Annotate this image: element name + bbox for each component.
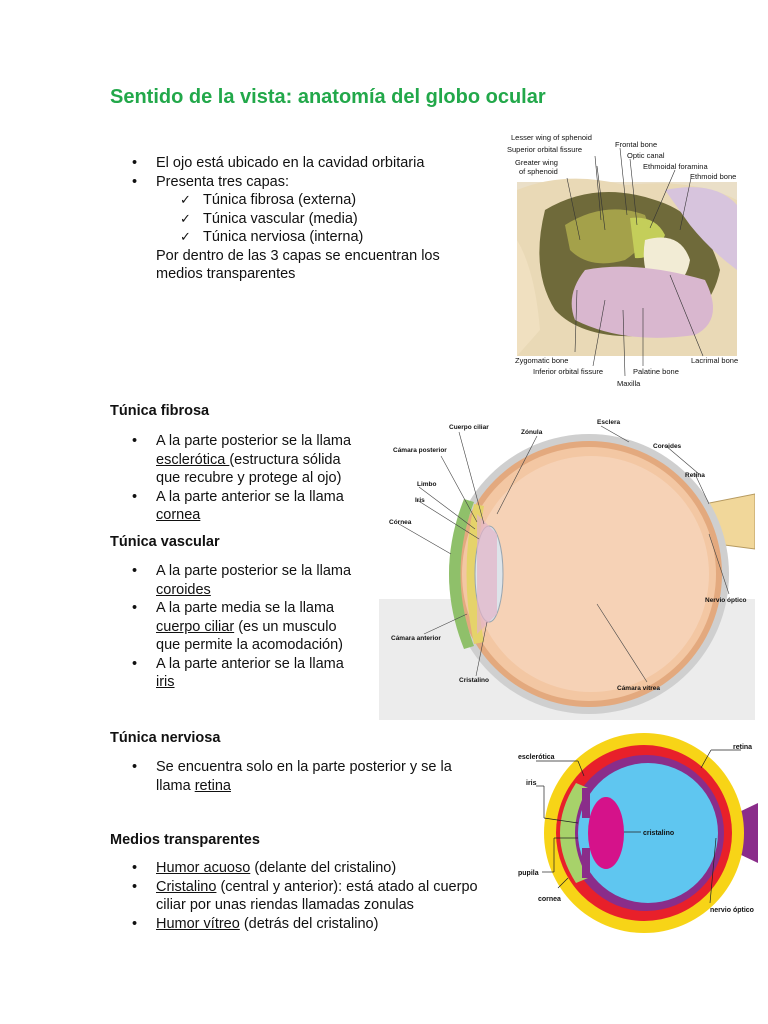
heading-medios-transparentes: Medios transparentes xyxy=(110,832,260,848)
label-camara-anterior: Cámara anterior xyxy=(391,635,441,642)
label-maxilla: Maxilla xyxy=(617,379,641,388)
eye-layers-diagram: esclerótica retina iris cristalino pupil… xyxy=(518,733,758,933)
list-item: Humor vítreo (detrás del cristalino) xyxy=(110,915,510,934)
label-limbo: Limbo xyxy=(417,481,437,488)
tunica-fibrosa-list: A la parte posterior se la llamaesclerót… xyxy=(110,432,390,525)
orbit-bones-diagram: Lesser wing of sphenoid Superior orbital… xyxy=(507,133,738,388)
heading-tunica-nerviosa: Túnica nerviosa xyxy=(110,730,221,746)
list-item: Se encuentra solo en la parte posterior … xyxy=(110,758,500,795)
label-iris: Iris xyxy=(415,497,425,504)
label-pupila: pupila xyxy=(518,870,539,877)
label-cornea-color: cornea xyxy=(538,896,561,903)
label-cuerpo-ciliar: Cuerpo ciliar xyxy=(449,424,489,431)
label-camara-vitrea: Cámara vítrea xyxy=(617,685,660,692)
list-item: Humor acuoso (delante del cristalino) xyxy=(110,859,510,878)
label-nervio-optico-color: nervio óptico xyxy=(710,907,754,914)
label-superior-orbital-fissure: Superior orbital fissure xyxy=(507,145,582,154)
label-frontal-bone: Frontal bone xyxy=(615,140,657,149)
label-lacrimal-bone: Lacrimal bone xyxy=(691,356,738,365)
label-iris-color: iris xyxy=(526,780,537,787)
heading-tunica-vascular: Túnica vascular xyxy=(110,534,220,550)
label-optic-canal: Optic canal xyxy=(627,151,665,160)
page-title: Sentido de la vista: anatomía del globo … xyxy=(110,86,546,108)
heading-tunica-fibrosa: Túnica fibrosa xyxy=(110,403,210,419)
tunica-nerviosa-list: Se encuentra solo en la parte posterior … xyxy=(110,758,500,795)
label-esclera: Esclera xyxy=(597,419,621,426)
label-cristalino-color: cristalino xyxy=(643,830,674,837)
tunica-vascular-list: A la parte posterior se la llamacoroides… xyxy=(110,562,390,692)
label-coroides: Coroides xyxy=(653,443,682,450)
list-item: Presenta tres capas: xyxy=(110,173,490,192)
label-cornea: Córnea xyxy=(389,519,412,526)
check-item: Túnica nerviosa (interna) xyxy=(110,228,490,247)
label-cristalino: Cristalino xyxy=(459,677,489,684)
eye-cross-section-diagram: Cuerpo ciliar Zónula Esclera Cámara post… xyxy=(379,414,755,720)
label-palatine-bone: Palatine bone xyxy=(633,367,679,376)
list-item: El ojo está ubicado en la cavidad orbita… xyxy=(110,154,490,173)
label-zonula: Zónula xyxy=(521,429,543,436)
label-zygomatic-bone: Zygomatic bone xyxy=(515,356,568,365)
label-retina: Retina xyxy=(685,472,705,479)
list-item: Cristalino (central y anterior): está at… xyxy=(110,878,510,915)
label-inferior-orbital-fissure: Inferior orbital fissure xyxy=(533,367,603,376)
label-greater-wing: Greater wing xyxy=(515,158,558,167)
intro-section: El ojo está ubicado en la cavidad orbita… xyxy=(110,154,490,284)
check-item: Túnica vascular (media) xyxy=(110,210,490,229)
label-esclerotica: esclerótica xyxy=(518,754,555,761)
label-lesser-wing: Lesser wing of sphenoid xyxy=(511,133,592,142)
medios-list: Humor acuoso (delante del cristalino) Cr… xyxy=(110,859,510,933)
label-camara-posterior: Cámara posterior xyxy=(393,447,447,454)
label-nervio-optico: Nervio óptico xyxy=(705,597,747,604)
check-item: Túnica fibrosa (externa) xyxy=(110,191,490,210)
label-ethmoidal-foramina: Ethmoidal foramina xyxy=(643,162,708,171)
label-retina-color: retina xyxy=(733,744,752,751)
list-item: A la parte posterior se la llamaesclerót… xyxy=(110,432,390,488)
label-greater-wing-2: of sphenoid xyxy=(519,167,558,176)
intro-note: Por dentro de las 3 capas se encuentran … xyxy=(156,247,440,283)
label-ethmoid-bone: Ethmoid bone xyxy=(690,172,736,181)
